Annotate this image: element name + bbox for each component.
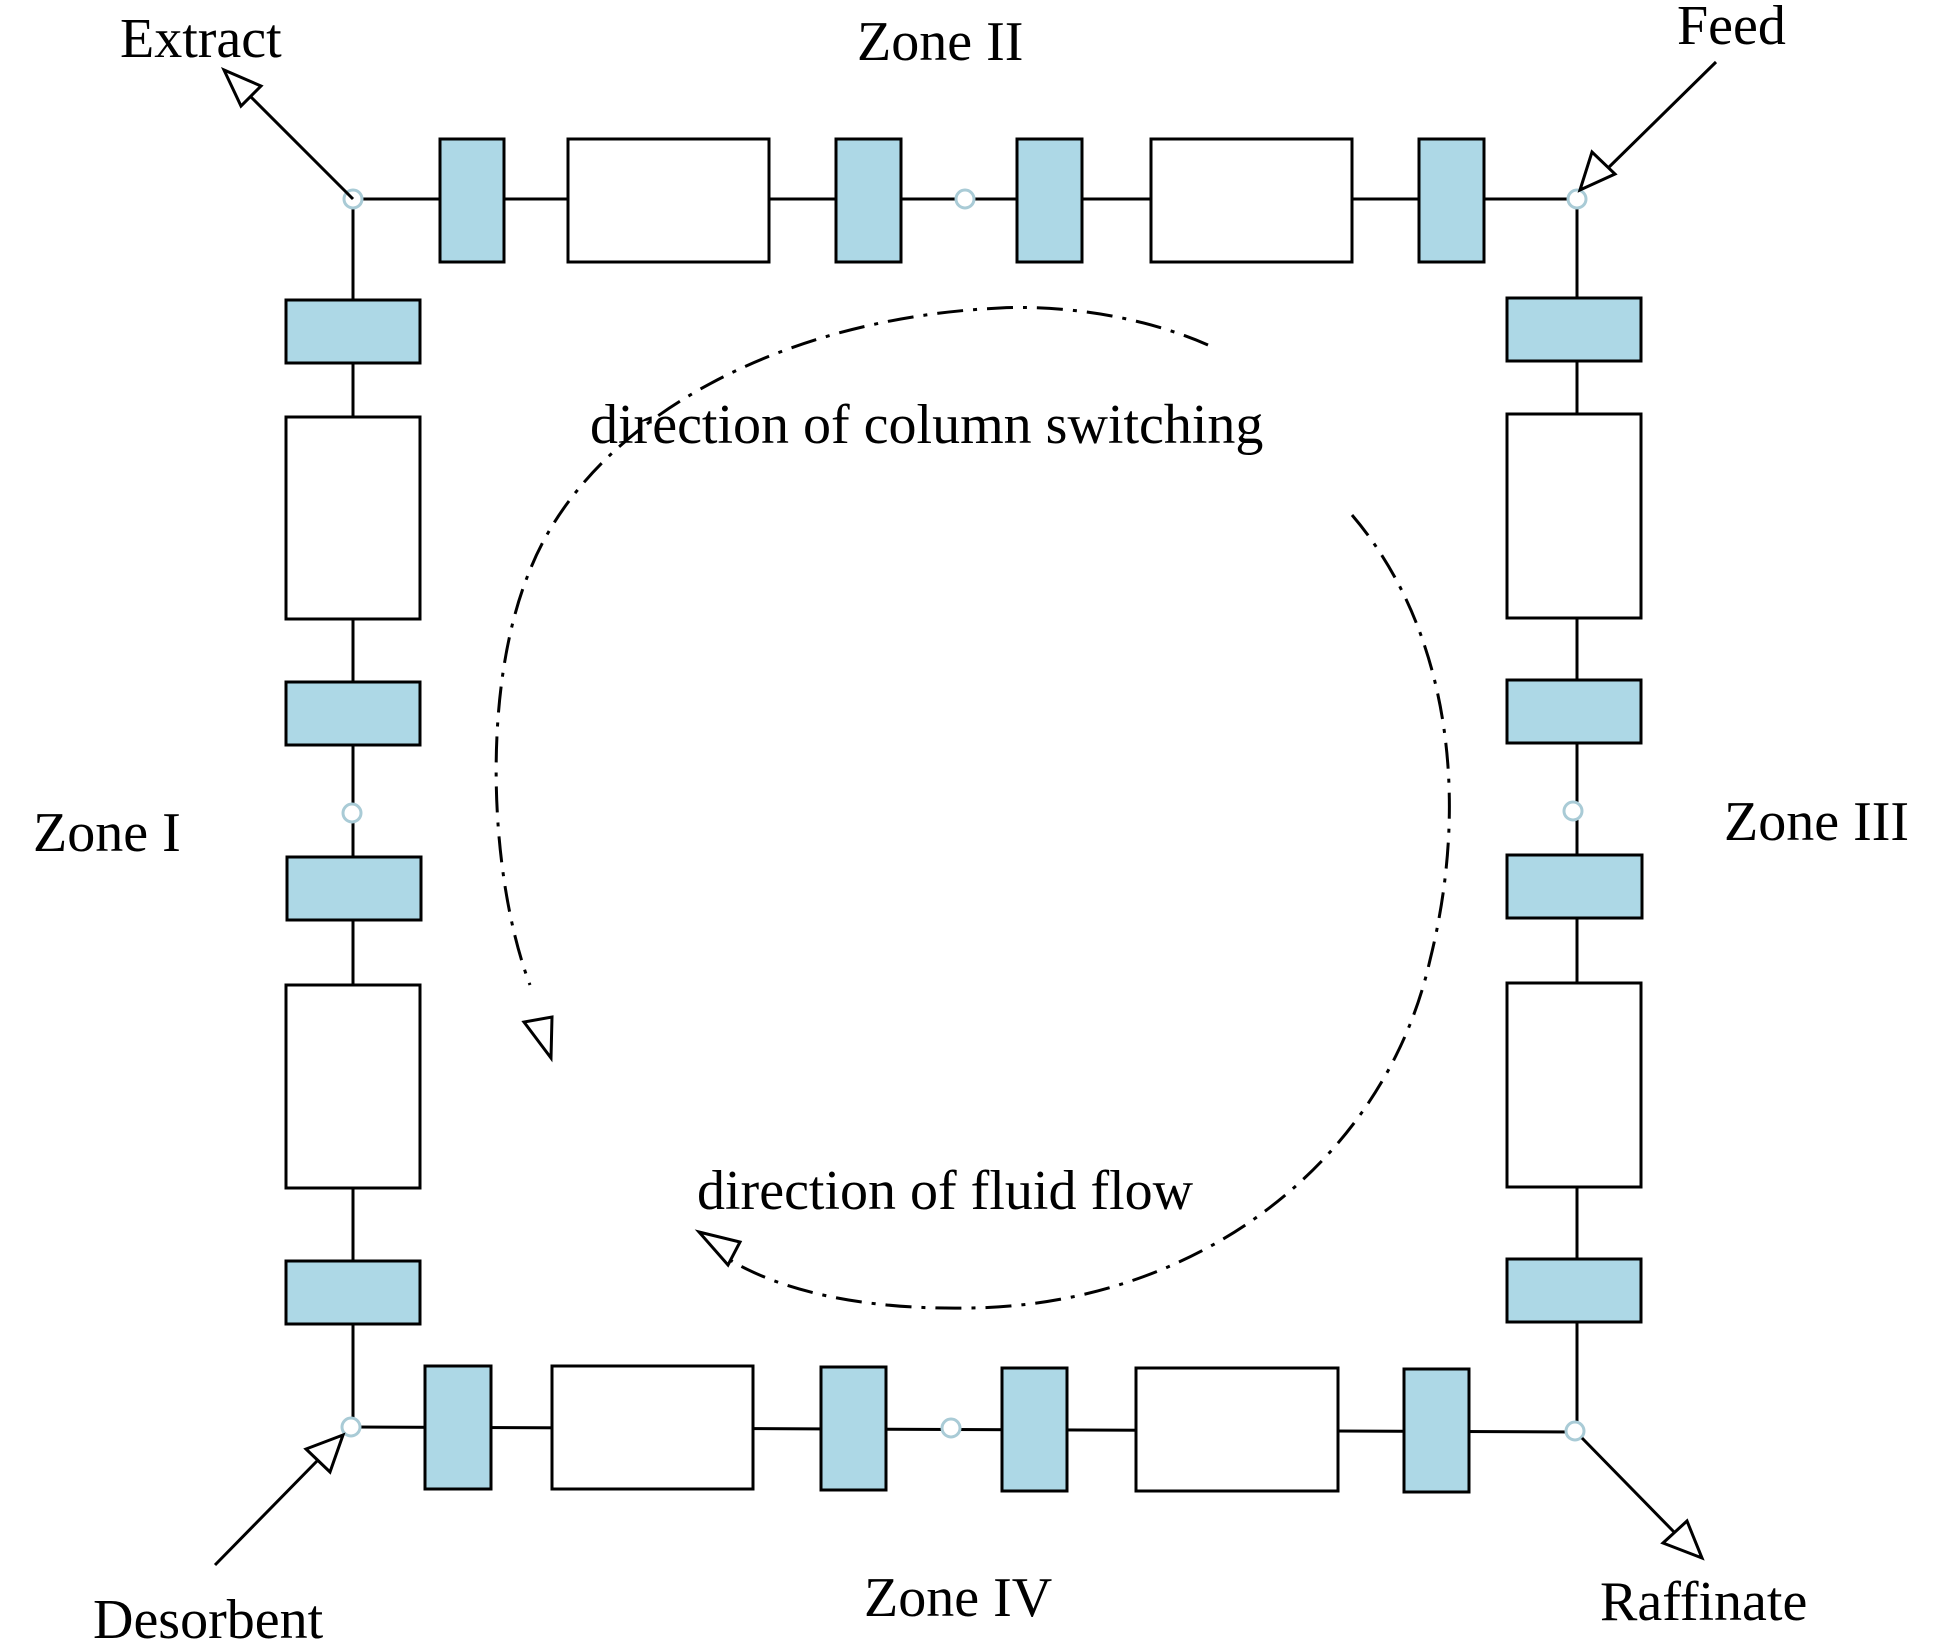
- arrowhead-icon: [521, 1015, 554, 1063]
- valve: [423, 1364, 493, 1491]
- node-desorbent: [340, 1416, 362, 1438]
- valve: [1417, 137, 1486, 264]
- valve: [284, 680, 422, 747]
- column: [566, 137, 771, 264]
- column: [284, 983, 422, 1190]
- column: [1149, 137, 1354, 264]
- wire-bottom: [352, 1425, 1578, 1434]
- zone-iii-components: [1505, 296, 1644, 1324]
- raffinate-arrow: [1580, 1436, 1705, 1561]
- flow-direction-label: direction of fluid flow: [697, 1160, 1194, 1222]
- feed-label: Feed: [1677, 0, 1786, 57]
- valve: [1505, 1257, 1643, 1324]
- valve: [819, 1365, 888, 1492]
- zone-ii-label: Zone II: [857, 11, 1023, 73]
- column: [550, 1364, 755, 1491]
- valve: [284, 1259, 422, 1326]
- zone-iv-label: Zone IV: [864, 1567, 1052, 1629]
- flow-direction-arc: [694, 514, 1451, 1310]
- raffinate-label: Raffinate: [1600, 1571, 1807, 1633]
- column: [1505, 981, 1643, 1189]
- desorbent-arrow: [213, 1432, 346, 1567]
- feed-arrow: [1577, 60, 1718, 193]
- valve: [1000, 1366, 1069, 1493]
- valve: [1505, 296, 1643, 363]
- node-zone-ii-mid: [954, 188, 976, 210]
- arrowhead-icon: [694, 1229, 743, 1268]
- column: [1134, 1366, 1340, 1493]
- valve: [1505, 678, 1643, 745]
- valve: [438, 137, 506, 264]
- node-zone-iii-mid: [1562, 800, 1584, 822]
- arrowhead-icon: [1660, 1518, 1705, 1561]
- zone-ii-components: [438, 137, 1486, 264]
- arrowhead-icon: [1577, 149, 1618, 193]
- arrowhead-icon: [303, 1432, 346, 1475]
- column: [1505, 412, 1643, 620]
- column: [284, 415, 422, 621]
- desorbent-label: Desorbent: [93, 1589, 324, 1651]
- switching-direction-label: direction of column switching: [590, 394, 1263, 456]
- node-feed: [1566, 188, 1588, 210]
- node-raffinate: [1564, 1420, 1586, 1442]
- valve: [285, 855, 423, 922]
- zone-i-components: [284, 298, 423, 1326]
- valve: [284, 298, 422, 365]
- extract-label: Extract: [120, 8, 282, 70]
- switching-direction-arc: [494, 306, 1209, 1063]
- nodes: [340, 188, 1588, 1442]
- valve: [1505, 853, 1644, 920]
- zone-i-label: Zone I: [33, 802, 181, 864]
- valve: [1402, 1367, 1471, 1494]
- zone-iii-label: Zone III: [1724, 791, 1909, 853]
- node-zone-i-mid: [341, 802, 363, 824]
- extract-arrow: [220, 67, 355, 201]
- loop-wires: [351, 197, 1579, 1434]
- node-zone-iv-mid: [940, 1417, 962, 1439]
- arrowhead-icon: [220, 67, 264, 109]
- valve: [1015, 137, 1084, 264]
- zone-iv-components: [423, 1364, 1471, 1494]
- valve: [834, 137, 903, 264]
